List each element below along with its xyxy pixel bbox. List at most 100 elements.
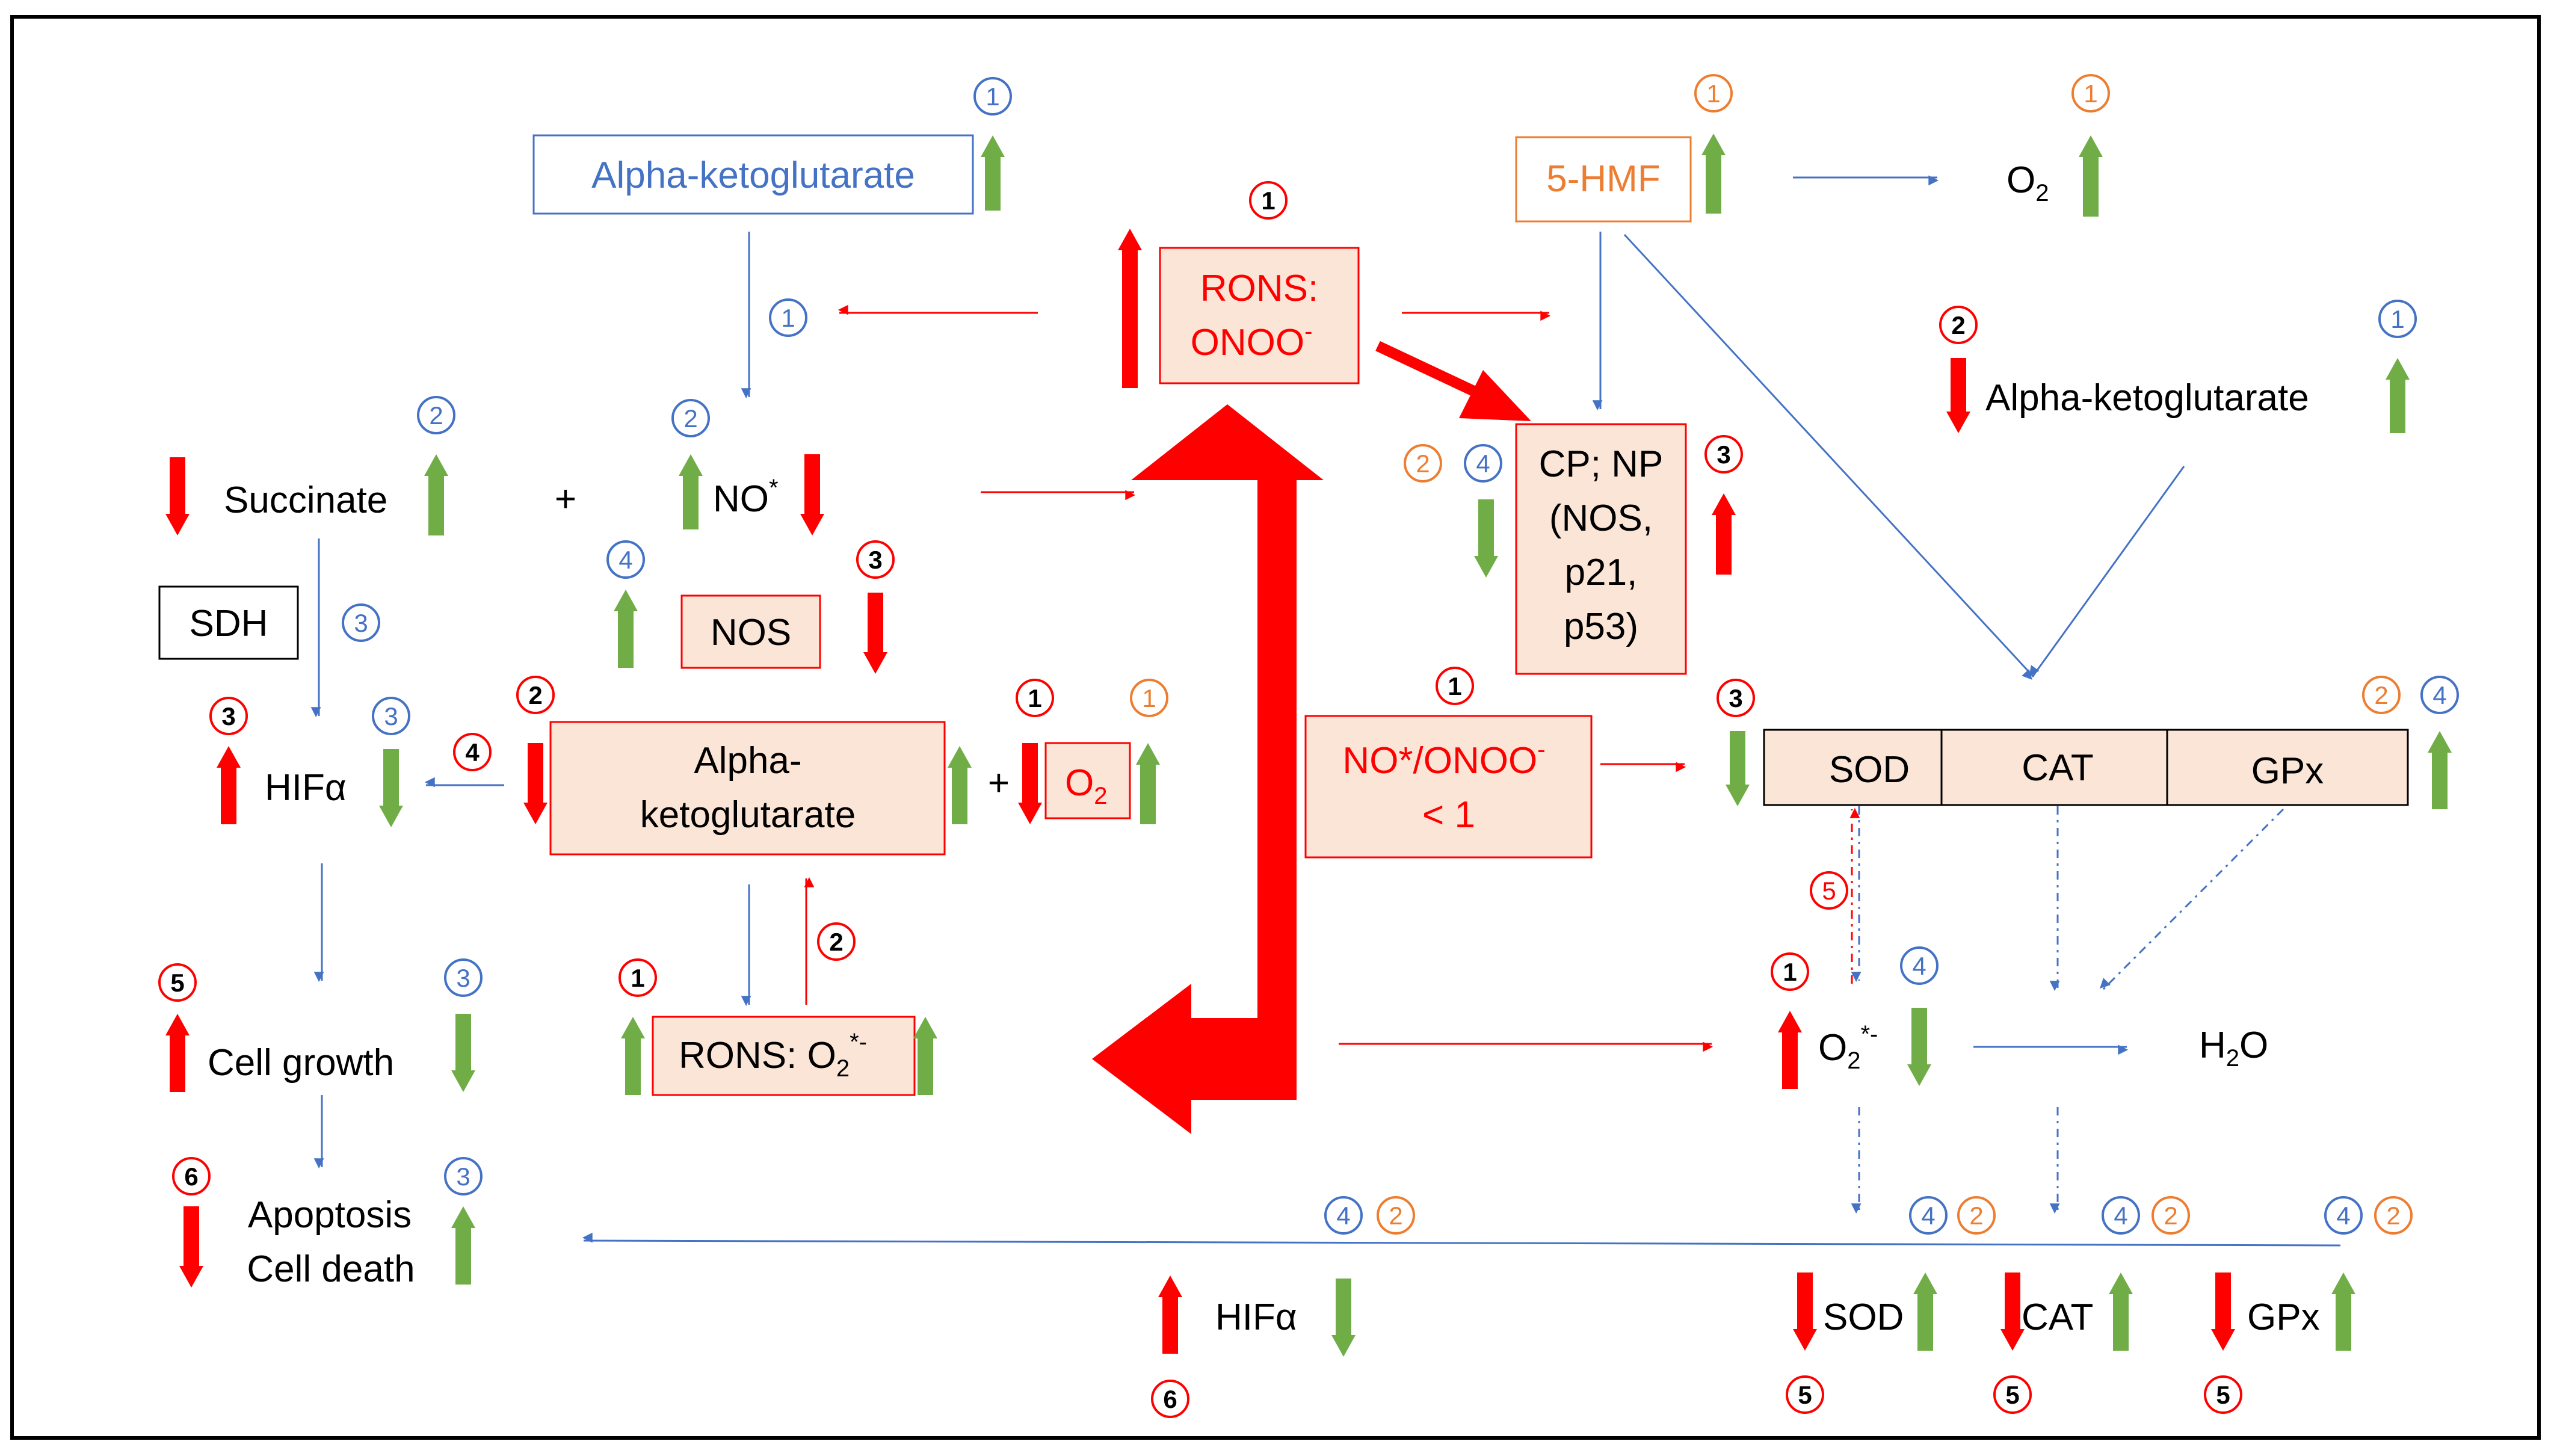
number-badge-text: 2 <box>2164 1202 2177 1230</box>
plus-sign-top: + <box>555 478 576 520</box>
number-badge: 4 <box>1900 946 1939 985</box>
number-badge-text: 2 <box>429 401 443 430</box>
number-badge: 1 <box>1436 667 1474 705</box>
number-badge: 1 <box>1249 181 1288 220</box>
number-badge-text: 1 <box>631 964 644 992</box>
number-badge-text: 2 <box>1389 1202 1402 1230</box>
green-up-arrow-icon <box>913 1017 937 1095</box>
connector <box>2029 466 2185 677</box>
sod-box-label: SOD <box>1829 749 1910 791</box>
number-badge: 2 <box>1939 306 1978 344</box>
number-badge-text: 1 <box>781 304 795 332</box>
green-down-arrow-icon <box>451 1014 475 1092</box>
number-badge: 5 <box>2204 1375 2242 1414</box>
number-badge-text: 2 <box>2386 1202 2400 1230</box>
apoptosis-label: Apoptosis <box>248 1194 412 1236</box>
number-badge-text: 1 <box>1028 684 1041 712</box>
green-up-arrow-icon <box>981 135 1005 211</box>
hmf-box <box>1515 136 1692 223</box>
red-down-arrow-icon <box>863 593 887 674</box>
number-badge-text: 3 <box>868 546 882 574</box>
number-badge: 2 <box>516 676 555 714</box>
red-down-arrow-icon <box>165 457 190 535</box>
cat-bottom-label: CAT <box>2022 1297 2093 1338</box>
number-badge: 2 <box>1377 1196 1415 1235</box>
red-down-arrow-icon <box>523 743 548 824</box>
number-badge-text: 5 <box>2005 1381 2019 1409</box>
number-badge: 3 <box>1704 435 1743 474</box>
number-badge: 5 <box>1993 1375 2032 1414</box>
number-badge: 1 <box>2378 300 2417 338</box>
green-down-arrow-icon <box>1331 1279 1356 1357</box>
number-badge: 3 <box>856 540 895 579</box>
cat-box <box>1940 729 2168 806</box>
ratio-line1: NO*/ONOO- <box>1342 736 1545 782</box>
number-badge-text: 2 <box>1416 449 1430 478</box>
number-badge: 5 <box>1810 871 1848 910</box>
red-up-arrow-icon <box>1118 229 1142 388</box>
green-up-arrow-icon <box>2079 135 2103 217</box>
number-badge: 4 <box>2420 676 2459 714</box>
number-badge: 4 <box>453 733 492 771</box>
number-badge: 1 <box>973 77 1012 116</box>
no-label: NO* <box>713 475 779 520</box>
number-badge: 1 <box>618 958 657 997</box>
hmf-label: 5-HMF <box>1546 158 1660 200</box>
number-badge-text: 2 <box>1969 1202 1983 1230</box>
number-badge-text: 1 <box>1142 684 1156 712</box>
number-badge-text: 2 <box>683 404 697 433</box>
red-down-arrow-icon <box>800 454 824 535</box>
number-badge-text: 5 <box>1798 1381 1812 1409</box>
number-badge-text: 2 <box>1951 311 1965 339</box>
hif-bottom-label: HIFα <box>1215 1297 1297 1338</box>
rons-onoo-label-line2: ONOO- <box>1191 318 1313 363</box>
blue-connectors <box>310 175 2341 1247</box>
sdh-box <box>158 585 299 660</box>
number-badge: 4 <box>1324 1196 1363 1235</box>
number-badge-text: 4 <box>1912 952 1926 980</box>
green-down-arrow-icon <box>1474 499 1498 578</box>
number-badge-text: 2 <box>829 928 843 956</box>
number-badge-text: 4 <box>1921 1202 1935 1230</box>
number-badge: 1 <box>2071 74 2110 113</box>
number-badge: 1 <box>1771 952 1809 991</box>
number-badge-text: 3 <box>221 702 235 730</box>
number-badge-text: 2 <box>528 681 542 709</box>
sod-box <box>1763 729 1943 806</box>
green-up-arrow-icon <box>621 1017 645 1095</box>
connector <box>1623 233 2035 680</box>
number-badge-text: 3 <box>1717 440 1730 469</box>
number-badge: 4 <box>606 540 645 579</box>
cp-np-line2: (NOS, <box>1549 498 1653 539</box>
hif-left-label: HIFα <box>265 767 347 809</box>
green-up-arrow-icon <box>2109 1272 2133 1351</box>
number-badge-text: 1 <box>1448 672 1461 700</box>
big-red-bidirectional-arrow <box>1092 404 1324 1134</box>
red-up-arrow-icon <box>217 746 241 824</box>
green-down-arrow-icon <box>1726 731 1750 806</box>
number-badge: 2 <box>671 399 710 437</box>
green-up-arrow-icon <box>424 454 448 535</box>
green-up-arrow-icon <box>1701 134 1726 214</box>
ratio-box <box>1304 715 1593 859</box>
red-connectors <box>804 304 1714 1052</box>
green-up-arrow-icon <box>948 746 972 824</box>
red-up-arrow-icon <box>1158 1276 1182 1354</box>
o2-mid-label: O2 <box>1065 762 1107 809</box>
cp-np-line4: p53) <box>1564 606 1638 647</box>
nos-box <box>680 594 821 669</box>
number-badge: 1 <box>1694 74 1733 113</box>
number-badge-text: 1 <box>2084 79 2097 108</box>
number-badge: 4 <box>2102 1196 2140 1235</box>
nos-label: NOS <box>711 612 791 653</box>
o2-mid-box <box>1044 742 1131 819</box>
number-badge: 2 <box>2152 1196 2190 1235</box>
number-badge-text: 3 <box>456 964 470 992</box>
green-up-arrow-icon <box>2428 731 2452 809</box>
succinate-label: Succinate <box>224 480 387 521</box>
gpx-box <box>2166 729 2409 806</box>
number-badge: 3 <box>1717 679 1755 717</box>
green-down-arrow-icon <box>379 749 403 827</box>
number-badge: 6 <box>172 1157 211 1195</box>
